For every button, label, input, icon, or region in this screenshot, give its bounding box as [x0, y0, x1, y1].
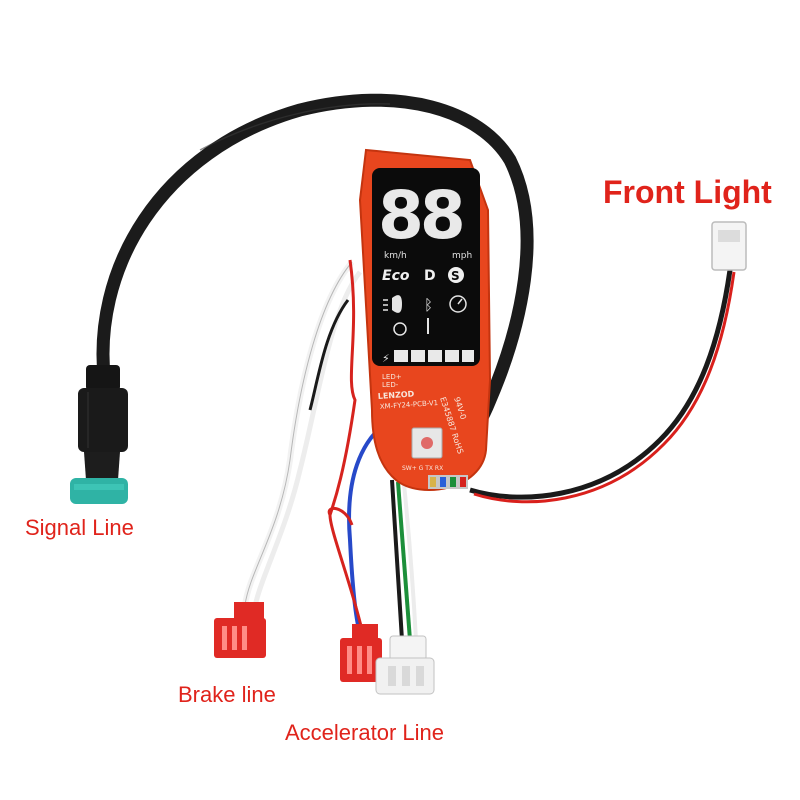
- unit-mph: mph: [452, 251, 472, 261]
- signal-connector: [70, 365, 128, 504]
- accelerator-connector: [340, 624, 382, 682]
- brake-connector: [214, 602, 266, 658]
- mode-d: D: [424, 268, 436, 284]
- pcb-brand: LENZOD: [378, 389, 415, 401]
- pcb-board: 88 km/h mph Eco D S ᛒ: [358, 148, 492, 491]
- mode-s-badge: [448, 267, 464, 283]
- white-connector: [375, 635, 435, 695]
- display-screen: [372, 168, 480, 366]
- headlight-icon: [383, 295, 402, 313]
- brake-line-label: Brake line: [178, 682, 276, 707]
- accelerator-line-label: Accelerator Line: [285, 720, 444, 745]
- bluetooth-icon: ᛒ: [424, 296, 433, 314]
- signal-cable: [96, 93, 534, 487]
- mode-eco: Eco: [382, 268, 410, 284]
- svg-text:⚡: ⚡: [382, 352, 390, 365]
- mode-s: S: [451, 269, 460, 283]
- led-minus-label: LED-: [382, 381, 399, 389]
- unit-kmh: km/h: [384, 251, 407, 261]
- front-light-connector: [711, 221, 747, 271]
- brake-wires: [242, 260, 355, 606]
- speedometer-icon: [449, 295, 467, 313]
- warning-icon: [393, 322, 407, 336]
- speed-readout: 88: [378, 177, 462, 254]
- led-plus-label: LED+: [382, 373, 402, 381]
- front-light-label: Front Light: [603, 174, 772, 210]
- battery-indicator: ⚡: [382, 350, 474, 365]
- front-light-cable: [469, 269, 733, 500]
- signal-line-label: Signal Line: [25, 515, 134, 540]
- pcb-pin-labels: SW+ G TX RX: [402, 465, 443, 472]
